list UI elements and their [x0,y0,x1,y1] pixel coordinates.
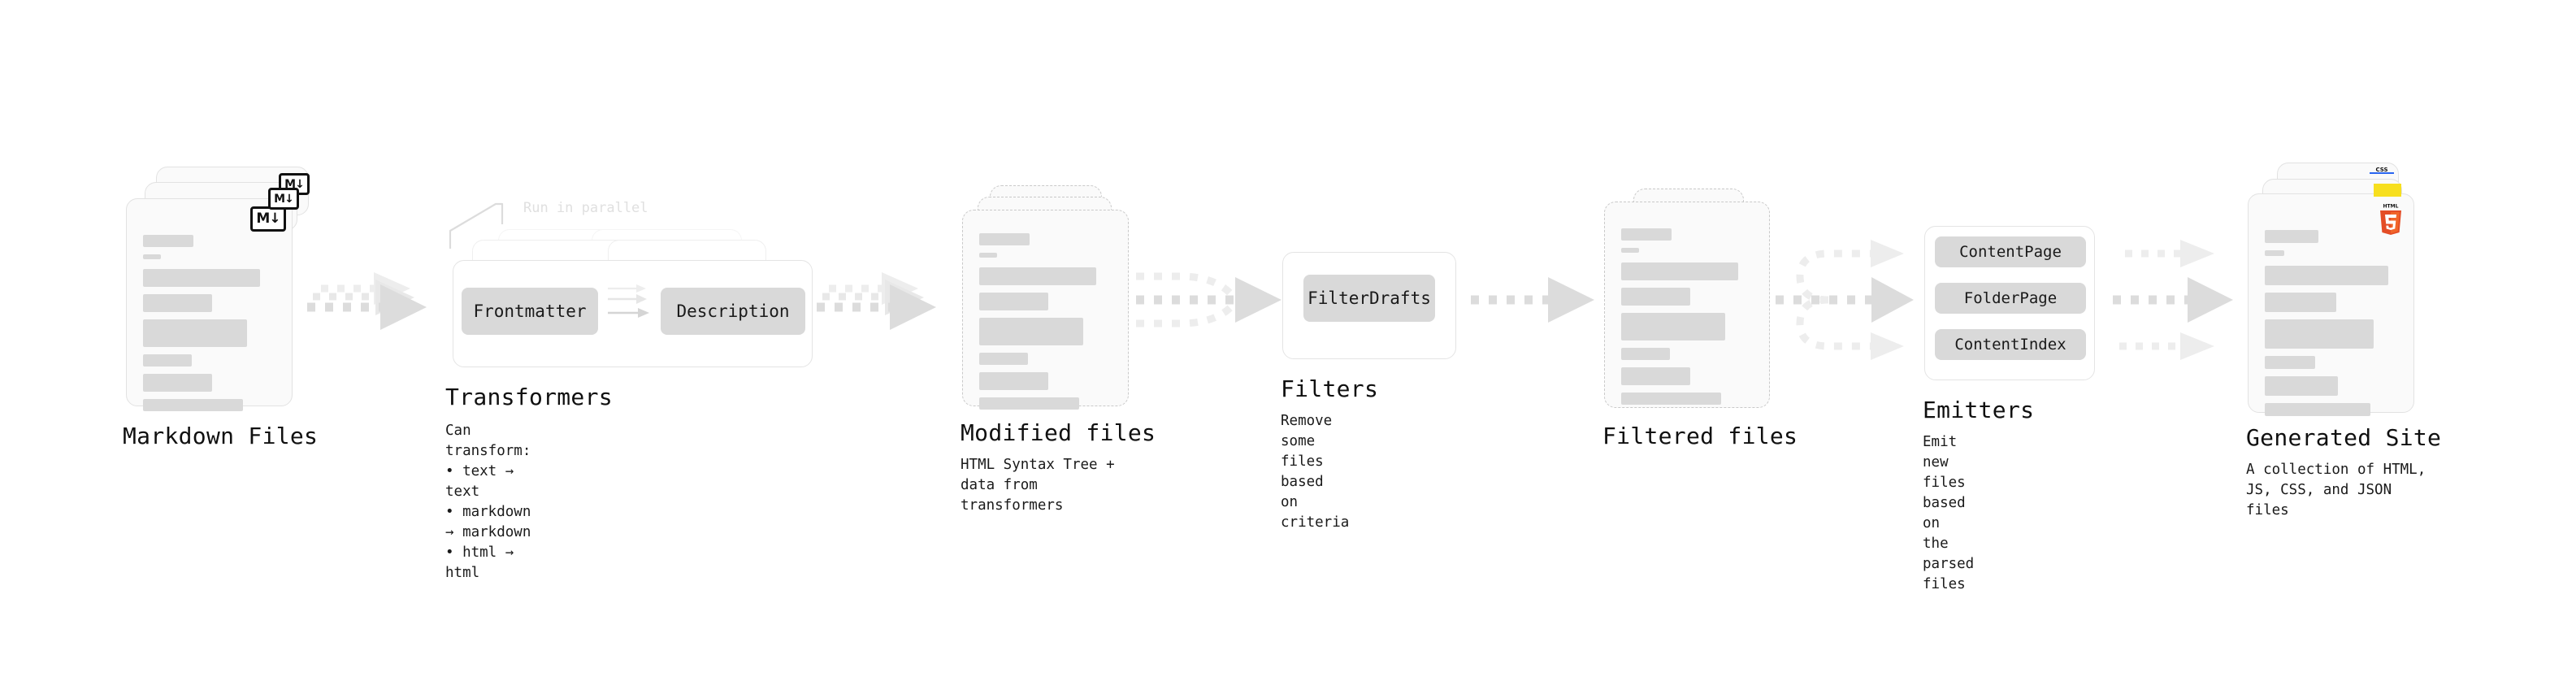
filtered-file-stack [1602,189,1789,424]
stage-subtitle-generated-site: A collection of HTML, JS, CSS, and JSON … [2246,462,2426,518]
connector-transformers-to-modified [817,272,936,330]
filtered-file-card-front [1604,202,1770,408]
emitter-chip-contentpage[interactable]: ContentPage [1935,236,2086,267]
run-in-parallel-bracket [449,202,504,249]
connector-md-to-transformers [307,272,427,330]
stage-subtitle-transformers: Can transform: • text → text • markdown … [445,423,531,581]
generated-site-placeholder-bars [2265,230,2397,423]
js-badge [2374,184,2401,197]
markdown-file-stack: M↓ M↓ M↓ [126,167,313,411]
css-underline [2370,172,2394,174]
css-badge: CSS [2370,167,2394,174]
connector-emitters-to-site [2113,240,2233,360]
markdown-file-card-front: M↓ [126,198,293,411]
connector-modified-to-filters [1136,272,1281,327]
markdown-badge: M↓ [250,206,286,232]
emitter-chip-contentindex[interactable]: ContentIndex [1935,329,2086,360]
markdown-placeholder-bars [143,235,275,419]
stage-filtered-files: Filtered files [1602,189,1798,449]
filtered-placeholder-bars [1621,228,1753,412]
transformer-chip-description[interactable]: Description [661,288,805,335]
css-wordmark: CSS [2375,167,2388,173]
stage-subtitle-emitters: Emit new files based on the parsed files [1923,434,1975,592]
stage-markdown-files: M↓ M↓ M↓ Markdown Files [123,167,318,449]
stage-title-modified-files: Modified files [961,419,1156,446]
stage-subtitle-modified-files: HTML Syntax Tree + data from transformer… [961,457,1115,514]
connector-filtered-to-emitters [1776,240,1914,360]
generated-site-stack: CSS HTML [2248,163,2435,416]
stage-modified-files: Modified files HTML Syntax Tree + data f… [961,185,1156,514]
generated-site-card-front: HTML [2248,193,2414,416]
modified-file-stack [961,185,1147,421]
stage-title-filtered-files: Filtered files [1602,423,1798,449]
modified-placeholder-bars [979,233,1112,417]
svg-text:HTML: HTML [2383,204,2399,210]
modified-file-card-front [962,210,1129,410]
stage-title-emitters: Emitters [1923,397,2035,423]
stage-title-markdown-files: Markdown Files [123,423,319,449]
stage-generated-site: CSS HTML [2246,163,2441,518]
connector-filters-to-filtered [1471,277,1594,323]
emitter-chip-folderpage[interactable]: FolderPage [1935,283,2086,314]
filter-chip-filterdrafts[interactable]: FilterDrafts [1303,275,1435,322]
stage-title-filters: Filters [1281,375,1379,402]
transformer-internal-arrows [608,284,649,318]
transformer-chip-frontmatter[interactable]: Frontmatter [462,288,598,335]
stage-title-generated-site: Generated Site [2246,424,2442,451]
markdown-badge-mid: M↓ [268,188,299,210]
html5-icon: HTML [2380,204,2401,235]
stage-title-transformers: Transformers [445,384,613,410]
stage-subtitle-filters: Remove some files based on criteria [1281,413,1350,531]
annotation-run-in-parallel: Run in parallel [523,200,648,216]
